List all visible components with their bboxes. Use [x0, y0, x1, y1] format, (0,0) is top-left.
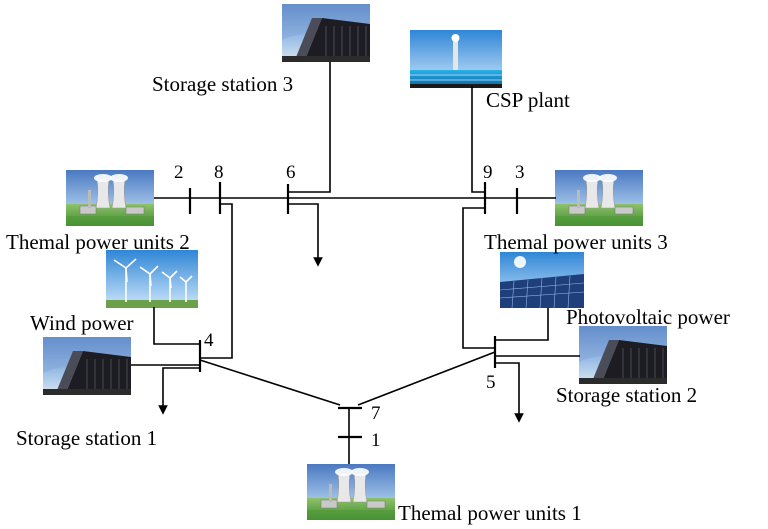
thermal-power-units-3-icon [554, 169, 644, 227]
label-csp-plant: CSP plant [486, 88, 570, 112]
bus-bars [188, 182, 519, 439]
storage-station-2-icon [578, 325, 668, 385]
network-lines [131, 62, 580, 464]
wind-turbine-icon [105, 249, 199, 309]
bus-number-8: 8 [214, 162, 224, 183]
bus-number-2: 2 [174, 162, 184, 183]
solar-panel-icon [499, 251, 585, 309]
label-storage-station-2: Storage station 2 [556, 383, 697, 407]
label-thermal-power-units-1: Themal power units 1 [398, 501, 582, 525]
bus-number-3: 3 [515, 162, 525, 183]
label-thermal-power-units-3: Themal power units 3 [484, 230, 668, 254]
csp-plant-icon [409, 29, 503, 89]
bus-number-4: 4 [204, 330, 214, 351]
label-wind-power: Wind power [30, 311, 134, 335]
bus-number-6: 6 [286, 162, 296, 183]
label-photovoltaic-power: Photovoltaic power [566, 305, 730, 329]
label-storage-station-3: Storage station 3 [152, 72, 293, 96]
storage-station-1-icon [42, 336, 132, 396]
bus-number-5: 5 [486, 372, 496, 393]
bus-number-7: 7 [371, 403, 381, 424]
thermal-power-units-2-icon [65, 169, 155, 227]
label-thermal-power-units-2: Themal power units 2 [6, 230, 190, 254]
label-storage-station-1: Storage station 1 [16, 426, 157, 450]
thermal-power-units-1-icon [306, 463, 396, 521]
bus-number-1: 1 [371, 430, 381, 451]
storage-station-3-icon [281, 3, 371, 63]
bus-number-9: 9 [483, 162, 493, 183]
